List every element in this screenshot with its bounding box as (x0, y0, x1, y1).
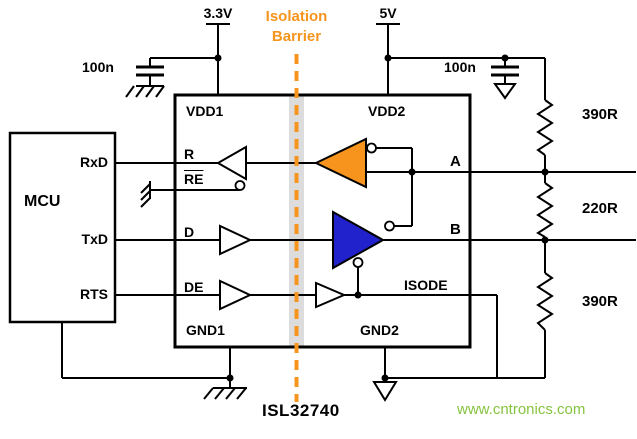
mcu-pin-txd: TxD (81, 231, 108, 247)
resistor-390r-bottom-value: 390R (582, 293, 618, 310)
de-buffer-icon (219, 279, 253, 311)
isolated-ground-top-right-icon (493, 83, 517, 100)
watermark-text: www.cntronics.com (457, 401, 586, 418)
mcu-box (8, 131, 117, 324)
isolation-barrier-strip (289, 96, 304, 346)
resistor-390r-bottom-icon (536, 272, 554, 331)
ic-pin-gnd2: GND2 (360, 322, 399, 338)
re-overline-text: RE (184, 171, 204, 187)
isolation-barrier-label-line1: Isolation (265, 8, 328, 25)
ic-pin-d: D (184, 224, 195, 240)
earth-ground-top-left-icon (125, 85, 165, 98)
wires (61, 23, 636, 388)
bus-receiver-triangle-icon (313, 137, 367, 189)
capacitor-left-icon (136, 65, 164, 77)
ic-box (173, 93, 472, 349)
bus-driver-triangle-icon (332, 210, 386, 270)
re-enable-bubble-icon (234, 180, 246, 191)
capacitor-right-icon (491, 65, 519, 77)
ic-pin-vdd1: VDD1 (186, 103, 224, 119)
ic-pin-isode: ISODE (404, 277, 448, 293)
ic-pin-vdd2: VDD2 (368, 103, 406, 119)
earth-ground-bottom-left-icon (203, 387, 247, 400)
ic-pin-de: DE (184, 279, 204, 295)
driver-input-buffer-icon (219, 224, 253, 256)
ic-pin-b: B (450, 221, 461, 238)
resistor-390r-top-icon (536, 99, 554, 156)
isolated-ground-bottom-icon (372, 381, 398, 402)
part-number-label: ISL32740 (262, 401, 340, 420)
ic-pin-r: R (184, 146, 195, 162)
mcu-label: MCU (24, 193, 61, 210)
earth-ground-re-icon (140, 181, 151, 208)
driver-inverting-bubble-icon (384, 220, 395, 232)
receiver-output-buffer-icon (215, 145, 247, 181)
supply-3v3-label: 3.3V (203, 5, 233, 21)
cap-right-value: 100n (444, 59, 476, 75)
junction-dots (214, 54, 549, 382)
driver-enable-bubble-icon (352, 257, 364, 268)
ic-pin-re: RE (184, 171, 203, 187)
resistor-390r-top-value: 390R (582, 106, 618, 123)
isode-buffer-icon (315, 281, 347, 309)
ic-pin-a: A (450, 153, 461, 170)
receiver-inverting-bubble-icon (366, 142, 377, 154)
cap-left-value: 100n (82, 59, 114, 75)
resistor-220r-icon (536, 182, 554, 238)
mcu-pin-rxd: RxD (79, 154, 108, 170)
supply-5v-label: 5V (379, 5, 397, 21)
ic-pin-gnd1: GND1 (186, 322, 225, 338)
isolation-barrier-label-line2: Barrier (271, 28, 322, 45)
mcu-pin-rts: RTS (80, 286, 108, 302)
resistor-220r-value: 220R (582, 200, 618, 217)
